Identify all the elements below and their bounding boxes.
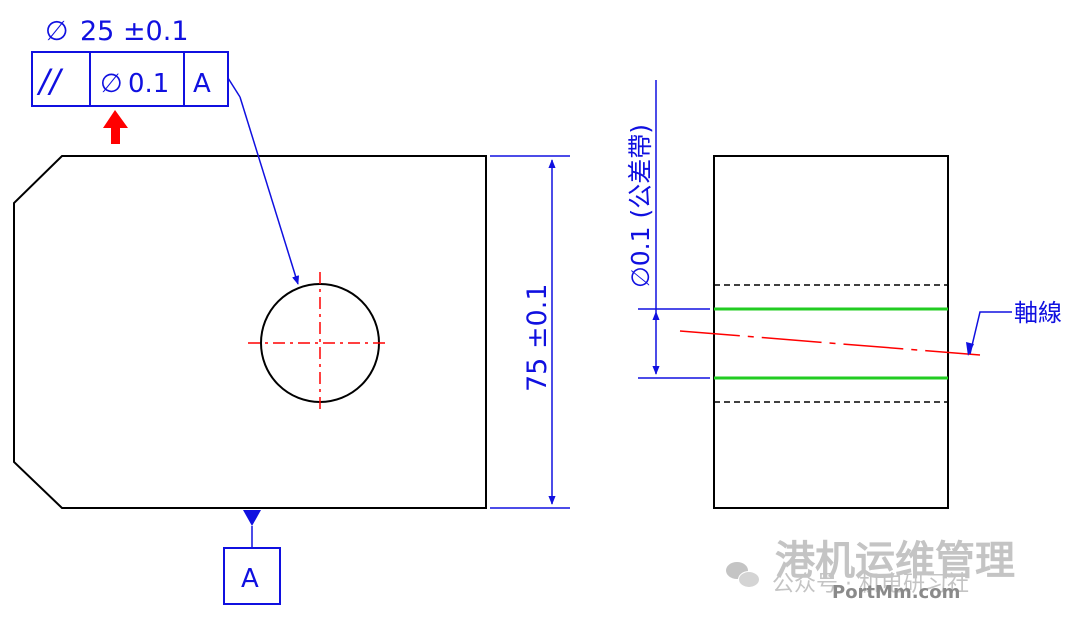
zone-dimension-text: 0.1 (公差帶) [626, 124, 655, 266]
watermark-title: 港机运维管理 [775, 538, 1015, 584]
up-arrow-icon [103, 110, 128, 144]
diameter-symbol: ∅ [45, 16, 69, 47]
datum-feature-symbol: A [223, 510, 281, 605]
axis-label: 軸線 [1014, 299, 1062, 327]
watermark-url: PortMm.com [832, 582, 961, 603]
feature-control-frame: // ∅ 0.1 A [31, 51, 229, 107]
leader-line [227, 77, 241, 98]
watermark: 港机运维管理 公众号 · 机电研习社 PortMm.com [720, 528, 1070, 613]
part-outline [13, 155, 487, 509]
datum-label: A [241, 564, 259, 594]
zone-diameter-symbol: ∅ [626, 266, 655, 288]
watermark-subtitle: 公众号 · 机电研习社 [772, 572, 969, 597]
tolerance-diameter-symbol: ∅ [100, 69, 123, 99]
side-view: 軸線 ∅0.1 (公差帶) [626, 80, 1062, 509]
side-outline [713, 155, 949, 509]
wechat-icon [726, 562, 760, 588]
zone-dimension: ∅0.1 (公差帶) [626, 124, 655, 288]
datum-reference: A [193, 69, 211, 99]
leader-line-arrow [239, 96, 300, 285]
tolerance-value: 0.1 [128, 69, 169, 99]
parallelism-symbol: // [36, 62, 64, 100]
axis-leader [969, 311, 1012, 355]
front-view: ∅ 25 ±0.1 // ∅ 0.1 A 75 ±0.1 A [13, 16, 570, 605]
diameter-dimension: 25 ±0.1 [80, 16, 189, 47]
axis-line [679, 330, 981, 356]
axis-leader-arrow [966, 342, 974, 356]
height-dimension: 75 ±0.1 [522, 283, 553, 392]
